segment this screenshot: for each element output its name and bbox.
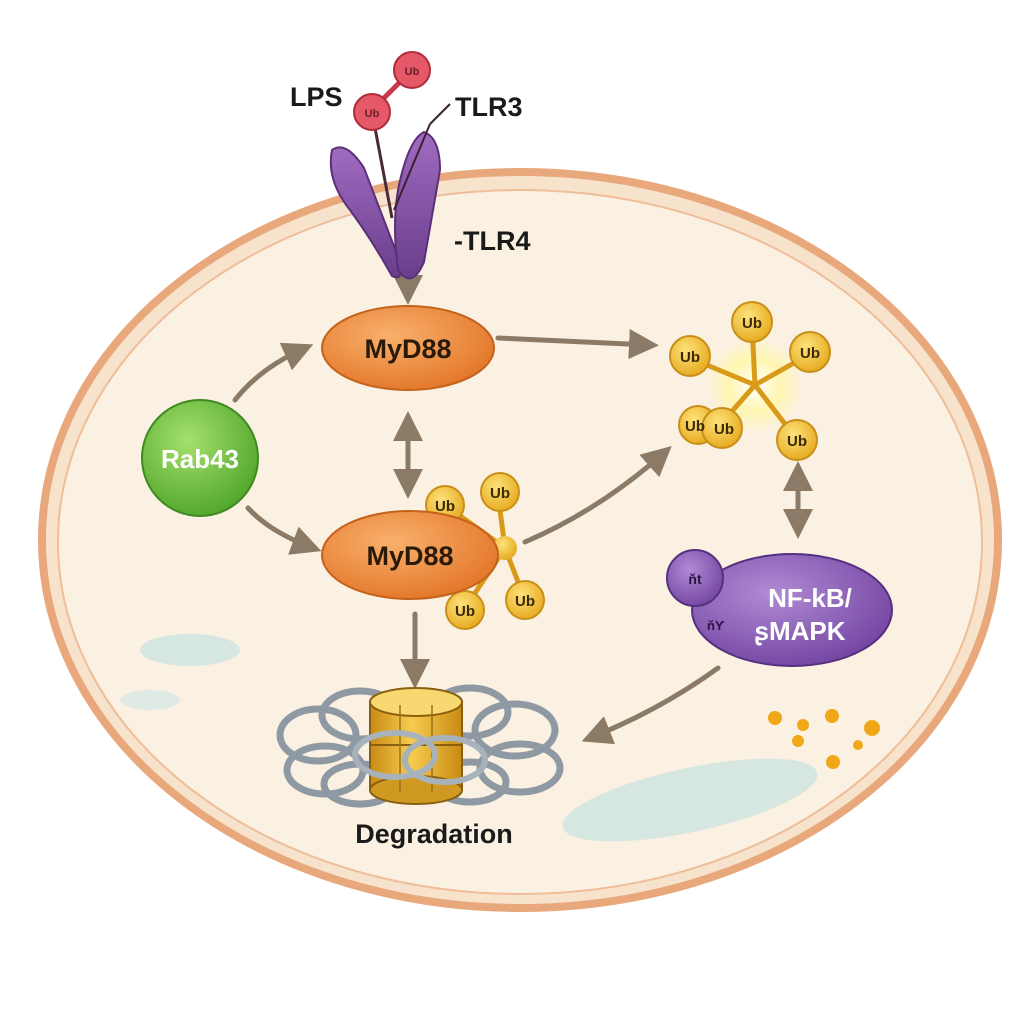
ub-label: Ub	[714, 421, 734, 438]
nfkb-dot-label: ňt	[688, 571, 702, 587]
arrow-rab43-to-myd88-bottom	[245, 505, 322, 555]
arrow-myd88-to-ub-complex	[495, 329, 659, 360]
tlr4-label: -TLR4	[454, 226, 531, 256]
arrows	[232, 269, 813, 745]
proteasome-front-rings	[352, 730, 488, 785]
cell	[38, 168, 1002, 912]
ub-label: Ub	[742, 315, 762, 332]
ub-label: Ub	[490, 485, 510, 502]
myd88-top: MyD88	[321, 305, 495, 391]
arrow-rab43-to-myd88-top	[232, 342, 314, 403]
ub-label: Ub	[680, 349, 700, 366]
ub-label: Ub	[787, 433, 807, 450]
myd88-bottom-label: MyD88	[366, 541, 453, 571]
myd88-top-label: MyD88	[364, 334, 451, 364]
rab43: Rab43	[141, 399, 259, 517]
arrow-ub-myd88-to-ub-complex	[522, 446, 672, 545]
nfkb-label-line2: ʂMAPK	[754, 616, 845, 646]
lps-molecule-icon: Ub Ub	[353, 51, 431, 219]
nfkb-label-line1: NF-kB/	[768, 583, 852, 613]
decor-wash	[120, 634, 818, 842]
lps-bead-label: Ub	[365, 108, 380, 120]
lps-label: LPS	[290, 82, 343, 112]
ub-label: Ub	[455, 603, 475, 620]
proteasome-icon	[276, 684, 564, 808]
lps-bead-label: Ub	[405, 66, 420, 78]
ub-label: Ub	[800, 345, 820, 362]
nfkb-mapk: ňt ňƳ NF-kB/ ʂMAPK	[666, 549, 893, 667]
ub-label: Ub	[435, 498, 455, 515]
ub-label: Ub	[685, 418, 705, 435]
myd88-bottom: MyD88	[321, 510, 499, 600]
tlr3-label: TLR3	[455, 92, 523, 122]
rab43-label: Rab43	[161, 444, 239, 474]
arrow-nfkb-to-degradation	[581, 665, 721, 745]
nfkb-side-label: ňƳ	[707, 618, 725, 633]
ub-label: Ub	[515, 593, 535, 610]
receptor-icon	[329, 103, 451, 280]
proteasome-rings	[276, 684, 564, 808]
cell-cytoplasm	[57, 189, 983, 895]
ubiquitin-complex-icon: Ub Ub Ub Ub Ub Ub	[669, 301, 831, 461]
degradation-label: Degradation	[355, 819, 513, 849]
secretion-dots	[768, 709, 880, 769]
